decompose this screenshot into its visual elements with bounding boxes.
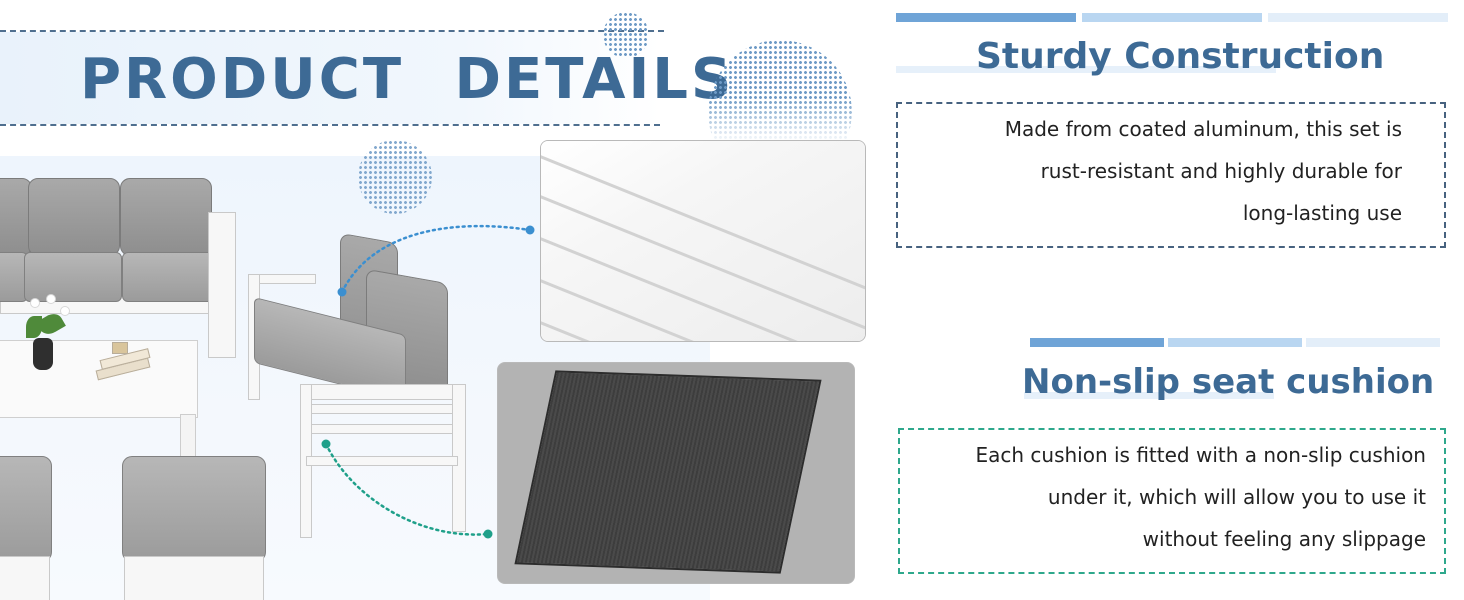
ottoman-frame	[0, 556, 50, 600]
heading-underline-decoration	[1024, 392, 1274, 399]
sofa-seat-cushion	[122, 252, 222, 302]
ottoman-cushion	[0, 456, 52, 562]
banner-dashed-line-bottom	[0, 124, 660, 126]
non-slip-cushion-photo	[497, 362, 855, 584]
non-slip-cushion-text-line: Each cushion is fitted with a non-slip c…	[975, 443, 1426, 467]
accent-bar-mid	[1168, 338, 1302, 347]
non-slip-cushion-box: Each cushion is fitted with a non-slip c…	[898, 428, 1446, 574]
accent-bar-mid	[1082, 13, 1262, 22]
sofa-back-cushion	[120, 178, 212, 256]
sturdy-construction-text-line: long-lasting use	[1242, 201, 1402, 225]
accent-bar-light	[1306, 338, 1440, 347]
sofa-back-cushion	[28, 178, 120, 256]
coffee-table-leg	[180, 414, 196, 460]
accent-bar-dark	[1030, 338, 1164, 347]
banner-background	[0, 32, 660, 124]
accent-bar-dark	[896, 13, 1076, 22]
table-slats-closeup-photo	[540, 140, 866, 342]
non-slip-cushion-text-line: without feeling any slippage	[1142, 527, 1426, 551]
chair-armrest-slat	[306, 404, 458, 414]
heading-underline-decoration	[896, 66, 1276, 73]
ottoman-frame	[124, 556, 264, 600]
sturdy-construction-text-line: Made from coated aluminum, this set is	[1004, 117, 1402, 141]
chair-armrest	[300, 384, 466, 400]
sofa-armrest	[208, 212, 236, 358]
flower	[46, 294, 56, 304]
banner-dashed-line-top	[0, 30, 664, 32]
accent-bar-light	[1268, 13, 1448, 22]
non-slip-cushion-text-line: under it, which will allow you to use it	[1047, 485, 1426, 509]
sturdy-construction-box: Made from coated aluminum, this set is r…	[896, 102, 1446, 248]
ottoman-cushion	[122, 456, 266, 562]
table-surface	[541, 141, 865, 341]
chair-armrest-slat	[306, 424, 458, 434]
sturdy-construction-text-line: rust-resistant and highly durable for	[1040, 159, 1402, 183]
sturdy-construction-heading: Sturdy Construction	[976, 36, 1385, 77]
vase	[33, 338, 53, 370]
book	[112, 342, 128, 354]
non-slip-mat	[514, 370, 822, 574]
non-slip-cushion-heading: Non-slip seat cushion	[1022, 362, 1435, 402]
dotted-circle-mid-decoration	[358, 140, 432, 214]
flower	[60, 306, 70, 316]
chair-base-rail	[306, 456, 458, 466]
sofa-seat-cushion	[24, 252, 122, 302]
dotted-circle-small-decoration	[603, 12, 649, 58]
flower	[30, 298, 40, 308]
